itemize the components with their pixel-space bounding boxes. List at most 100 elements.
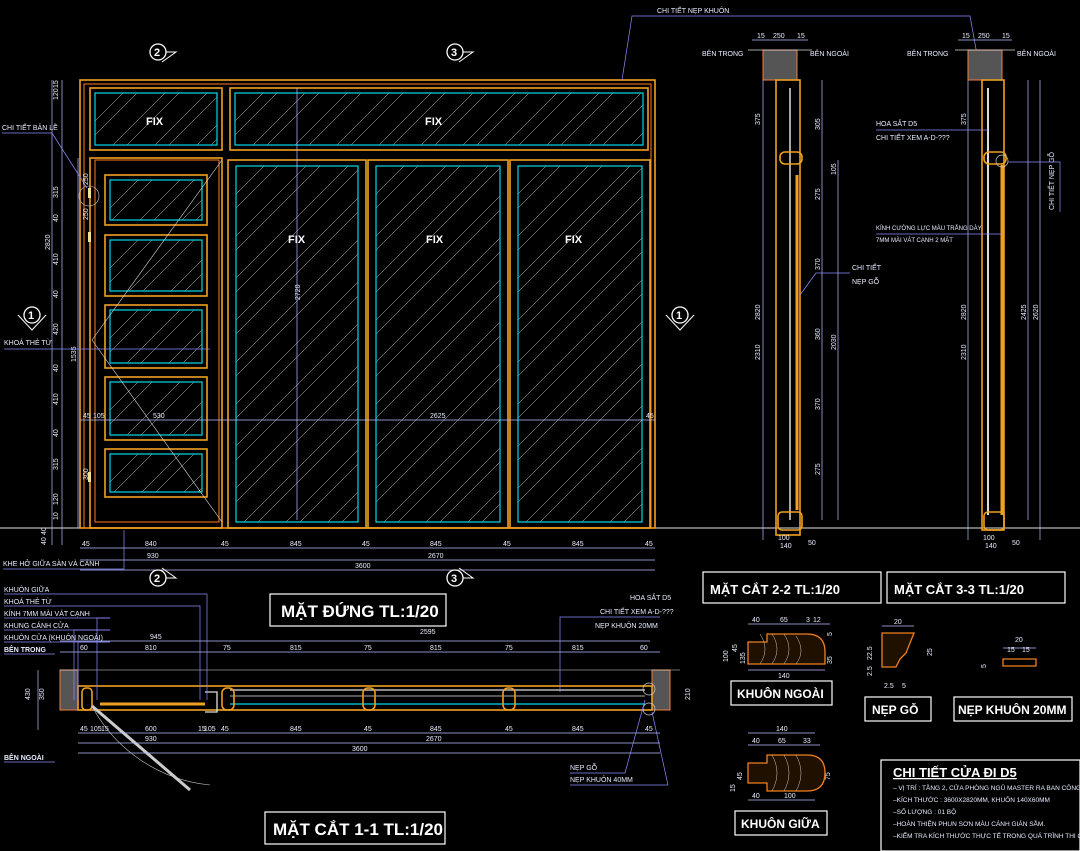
section-marker-3-bottom: 3	[446, 567, 475, 587]
hatch-line	[609, 489, 643, 523]
dimension-label: 845	[290, 541, 302, 548]
label-section-1-1: KHUÔN GIỮA	[4, 585, 50, 594]
hatch-line	[602, 104, 644, 146]
label-floor-gap: KHE HỞ GIỮA SÀN VÀ CÁNH	[3, 559, 99, 568]
hatch-line	[539, 419, 643, 523]
hatch-line	[517, 251, 643, 377]
detail-nep-go: 20 22.5 2.5 25 2.5 5 NẸP GỖ	[864, 619, 934, 722]
section-1-1-title: MẶT CẮT 1-1 TL:1/20	[273, 820, 443, 839]
fixed-pane-3	[509, 159, 651, 529]
nep-khuon-title: NẸP KHUÔN 20MM	[958, 702, 1066, 717]
dimension-label: 45	[364, 726, 372, 733]
hatch-line	[308, 92, 362, 146]
dim-45: 45	[737, 772, 744, 780]
dim-140: 140	[780, 543, 792, 550]
hatch-line	[257, 421, 359, 523]
hatch-line	[235, 165, 279, 209]
section-3-3-title: MẶT CẮT 3-3 TL:1/20	[894, 582, 1024, 597]
dim-40: 40	[752, 738, 760, 745]
hatch-line	[285, 449, 359, 523]
dimension-label: 815	[430, 645, 442, 652]
dim-35: 35	[827, 656, 834, 664]
transom-rail	[983, 151, 1007, 165]
label-outside: BÊN NGOÀI	[1017, 49, 1056, 58]
dim-2620: 2620	[1033, 304, 1040, 320]
dimension-label: 40	[53, 214, 60, 222]
dim-2720: 2720	[295, 284, 302, 300]
dim-2595: 2595	[420, 629, 436, 636]
hatch-line	[375, 293, 501, 419]
hatch-line	[375, 279, 501, 405]
hatch-line	[210, 138, 218, 146]
dim-2820: 2820	[961, 304, 968, 320]
dim-40: 40	[752, 617, 760, 624]
hatch-line	[517, 165, 547, 195]
hatch-line	[517, 363, 643, 489]
dimension-label: 45	[645, 541, 653, 548]
transom-rail	[779, 151, 803, 165]
door-panel	[104, 304, 208, 369]
dim-65: 65	[780, 617, 788, 624]
dim-15: 15	[730, 784, 737, 792]
detail-khuon-ngoai: 40 65 3 12 100 45 135 140 35 5 KHUÔN NGO…	[723, 617, 834, 706]
hatch-line	[168, 329, 203, 364]
dim-100: 100	[784, 793, 796, 800]
hatch-line	[375, 209, 501, 335]
wall-head	[762, 49, 798, 81]
dim-33: 33	[803, 738, 811, 745]
hatch-line	[375, 321, 501, 447]
hatch-line	[140, 309, 195, 364]
hatch-line	[94, 92, 124, 122]
dimension-label: 45	[645, 726, 653, 733]
label-lock: KHOÁ THẺ TỪ	[4, 338, 52, 347]
door-leaf[interactable]	[89, 157, 223, 529]
elevation-left-dimensions: 1201531540410404204041040315120104040282…	[41, 80, 90, 545]
hatch-line	[109, 381, 139, 411]
hinge-detail-callout	[78, 185, 100, 207]
dim-100: 100	[723, 650, 730, 662]
hatch-line	[517, 165, 603, 251]
hatch-line	[126, 309, 181, 364]
sill	[777, 511, 803, 531]
label-section-1-1-right: NẸP KHUÔN 40MM	[570, 775, 633, 784]
hatch-line	[517, 195, 643, 321]
door-panel	[104, 174, 208, 226]
note-line: –HOÀN THIỆN PHUN SƠN MÀU CÁNH GIÁN SẪM.	[893, 819, 1045, 828]
dim-100: 100	[778, 535, 790, 542]
dim-275: 275	[815, 463, 822, 475]
dim-375: 375	[755, 113, 762, 125]
nep-khuon-title-box	[953, 696, 1073, 722]
section-marker-2-bottom: 2	[149, 567, 178, 587]
dimension-label: 845	[430, 726, 442, 733]
hatch-line	[234, 92, 278, 136]
hatch-line	[375, 377, 501, 503]
dimension-label: 45	[80, 726, 88, 733]
hatch-line	[392, 92, 446, 146]
hatch-line	[560, 92, 614, 146]
hatch-line	[467, 489, 501, 523]
jamb-profile	[775, 79, 801, 536]
hatch-line	[375, 165, 447, 237]
dimension-label: 315	[53, 458, 60, 470]
dim-2310: 2310	[961, 344, 968, 360]
dimension-label: 1535	[71, 346, 78, 362]
section-3-3-view: 15 250 15 BÊN TRONG BÊN NGOÀI 2820 2310 …	[876, 33, 1066, 604]
hatch-line	[462, 92, 516, 146]
fix-label-transom-left: FIX	[146, 116, 164, 128]
dim-930: 930	[145, 736, 157, 743]
transom-left-glass	[94, 92, 218, 146]
hinge-icon	[88, 232, 91, 242]
door-panel-glass	[109, 453, 203, 493]
dimension-label: 40	[41, 537, 48, 545]
section-3-3-title-box	[886, 571, 1066, 604]
khuon-giua-title: KHUÔN GIỮA	[741, 816, 820, 831]
leader	[570, 699, 646, 774]
hatch-line	[195, 213, 203, 221]
dim-100: 100	[983, 535, 995, 542]
dim-2425: 2425	[1021, 304, 1028, 320]
hatch-line	[94, 92, 138, 136]
hatch-line	[197, 487, 203, 493]
nep-go-title-box	[864, 696, 932, 722]
